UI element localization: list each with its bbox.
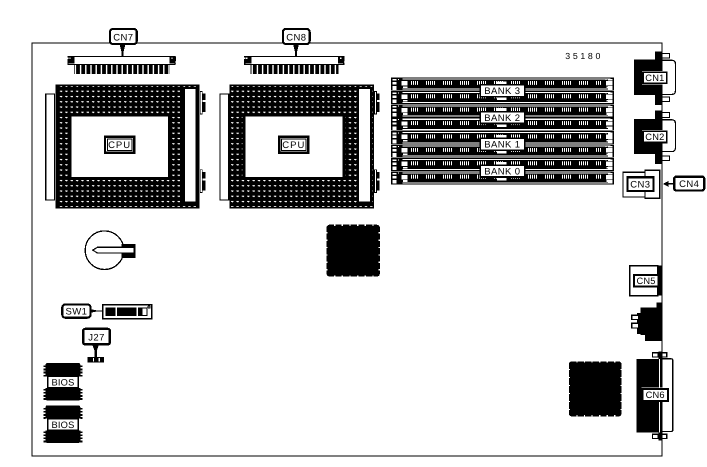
svg-text:BIOS: BIOS [51,378,74,388]
svg-text:BANK 0: BANK 0 [484,167,520,178]
svg-text:CPU: CPU [282,140,305,151]
svg-text:BANK 2: BANK 2 [484,113,520,124]
svg-text:CN2: CN2 [645,132,664,142]
svg-text:BANK 3: BANK 3 [484,86,520,97]
svg-text:CN7: CN7 [113,32,133,43]
svg-text:CN3: CN3 [630,180,650,191]
svg-text:J27: J27 [88,333,105,344]
svg-text:3 5 1 8 0: 3 5 1 8 0 [565,51,600,61]
svg-text:BIOS: BIOS [51,420,74,430]
svg-text:CPU: CPU [108,140,131,151]
svg-text:CN8: CN8 [286,32,306,43]
svg-text:CN6: CN6 [646,390,665,400]
svg-text:BANK 1: BANK 1 [484,140,520,151]
svg-text:CN5: CN5 [636,276,655,286]
svg-text:CN4: CN4 [679,179,699,190]
svg-text:SW1: SW1 [66,306,88,317]
svg-text:CN1: CN1 [645,73,664,83]
